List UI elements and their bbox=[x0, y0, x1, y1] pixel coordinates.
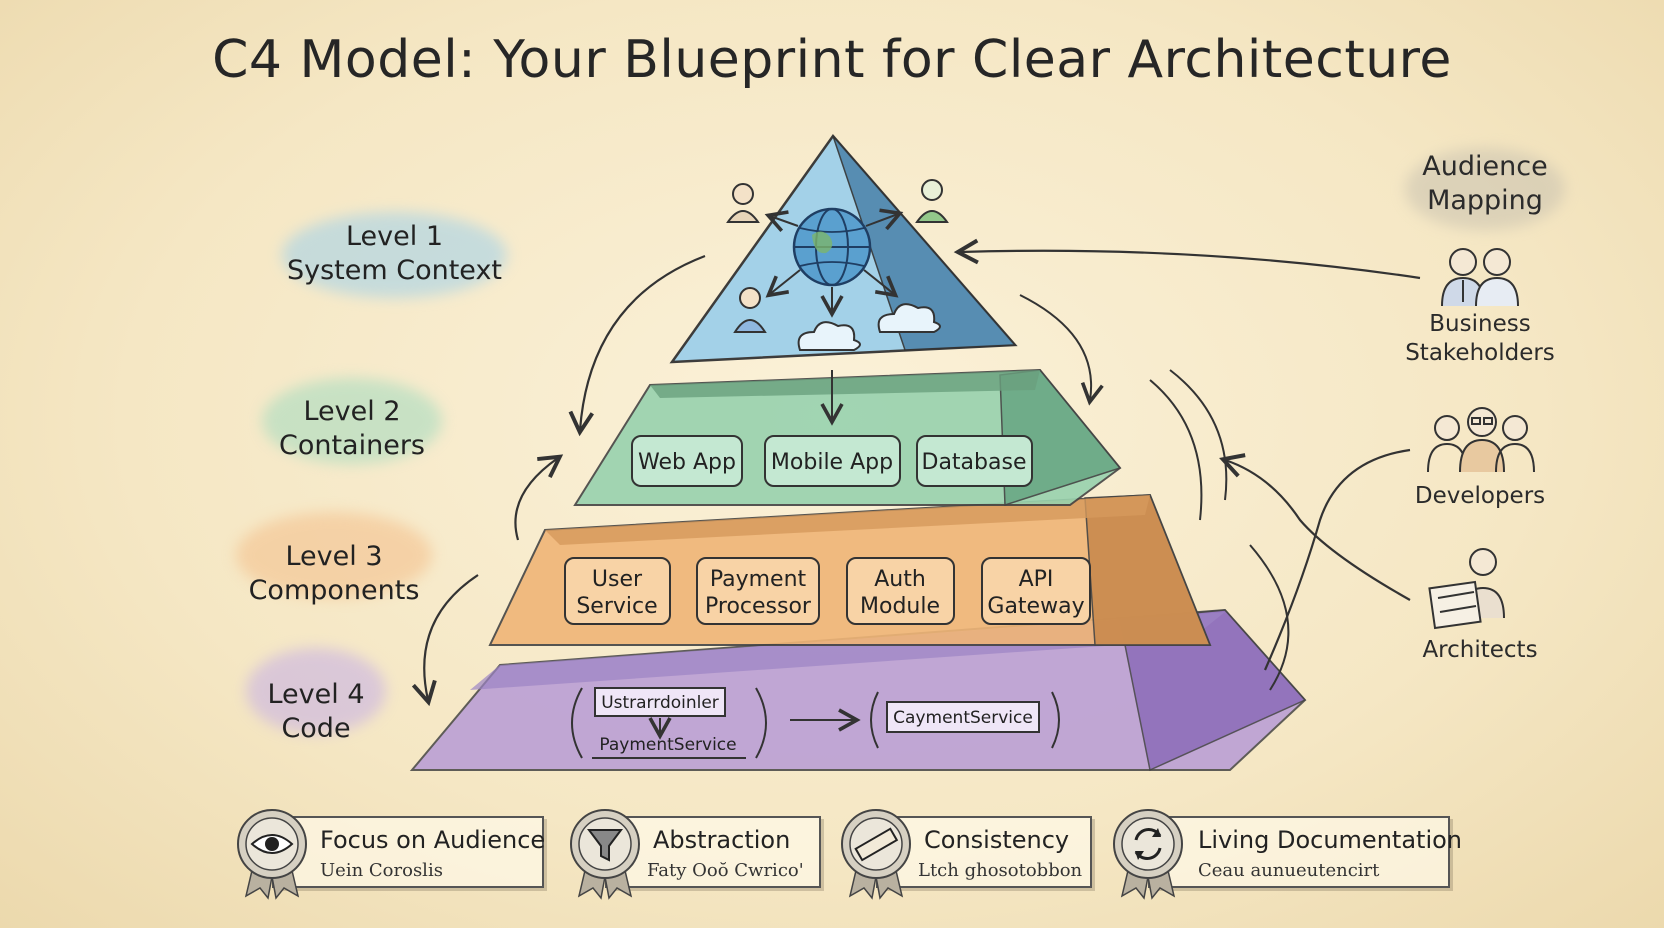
container-box: Database bbox=[916, 435, 1033, 487]
component-label: API bbox=[1019, 567, 1054, 592]
level4-label: Level 4 Code bbox=[246, 678, 386, 746]
badge-frame bbox=[1148, 816, 1450, 888]
refresh-icon bbox=[1113, 809, 1183, 900]
principle-badge: Abstraction Faty Ooŏ Cwrico' bbox=[565, 800, 825, 900]
badge-title: Living Documentation bbox=[1198, 826, 1462, 854]
cloud-icon bbox=[797, 321, 861, 351]
audience-arrow bbox=[953, 238, 1421, 280]
funnel-icon bbox=[570, 809, 640, 900]
badge-subtitle: Faty Ooŏ Cwrico' bbox=[647, 860, 804, 881]
container-box: Web App bbox=[631, 435, 743, 487]
component-label: Module bbox=[860, 594, 940, 619]
component-label: Gateway bbox=[987, 594, 1084, 619]
principle-badge: Living Documentation Ceau aunueutencirt bbox=[1108, 800, 1462, 900]
person-icon bbox=[733, 287, 767, 333]
badge-title: Focus on Audience bbox=[320, 826, 546, 854]
audience-arrow bbox=[1219, 453, 1411, 601]
principle-badge: Focus on Audience Uein Coroslis bbox=[232, 800, 552, 900]
person-icon bbox=[726, 183, 760, 223]
code-class-label: Ustrarrdoinler bbox=[601, 693, 719, 713]
level3-blob bbox=[236, 512, 432, 598]
container-box: Mobile App bbox=[764, 435, 901, 487]
component-box: API Gateway bbox=[981, 557, 1091, 625]
audience-business-label: Business Stakeholders bbox=[1370, 310, 1590, 368]
code-class-label: PaymentService bbox=[599, 735, 736, 755]
component-label: Processor bbox=[705, 594, 812, 619]
container-label: Mobile App bbox=[771, 450, 893, 475]
zoom-arrow bbox=[568, 254, 706, 437]
level-name: Components bbox=[248, 575, 420, 606]
audience-mapping-title: Audience Mapping bbox=[1395, 150, 1575, 218]
audience-blob bbox=[1405, 148, 1565, 230]
globe-icon bbox=[792, 207, 872, 287]
container-label: Database bbox=[922, 450, 1027, 475]
level3-label: Level 3 Components bbox=[236, 540, 432, 608]
component-label: User bbox=[592, 567, 643, 592]
audience-architects-label: Architects bbox=[1370, 636, 1590, 665]
level-name: Containers bbox=[278, 430, 425, 461]
code-class-label: CaymentService bbox=[893, 708, 1033, 728]
developers-icon bbox=[1427, 407, 1535, 473]
architect-icon bbox=[1428, 548, 1505, 630]
ruler-icon bbox=[841, 809, 911, 900]
badge-subtitle: Uein Coroslis bbox=[320, 860, 443, 881]
level1-label: Level 1 System Context bbox=[282, 220, 507, 288]
level1-blob bbox=[282, 212, 507, 298]
container-label: Web App bbox=[638, 450, 736, 475]
level-number: Level 3 bbox=[285, 541, 383, 572]
level4-blob bbox=[246, 648, 386, 734]
audience-title-line: Audience bbox=[1422, 151, 1548, 182]
business-people-icon bbox=[1441, 248, 1519, 307]
audience-arrow bbox=[1263, 448, 1411, 671]
level2-label: Level 2 Containers bbox=[262, 395, 442, 463]
zoom-arrow bbox=[1149, 379, 1203, 521]
badge-frame bbox=[876, 816, 1092, 888]
component-box: Auth Module bbox=[846, 557, 955, 625]
level-name: System Context bbox=[286, 255, 503, 286]
badge-title: Consistency bbox=[924, 826, 1070, 854]
level-name: Code bbox=[281, 713, 351, 744]
component-label: Payment bbox=[710, 567, 807, 592]
zoom-arrow bbox=[514, 454, 564, 541]
level-number: Level 1 bbox=[345, 221, 444, 252]
cloud-icon bbox=[877, 303, 941, 333]
badge-title: Abstraction bbox=[653, 826, 791, 854]
page-title: C4 Model: Your Blueprint for Clear Archi… bbox=[212, 30, 1452, 90]
audience-title-line: Mapping bbox=[1427, 185, 1543, 216]
level-number: Level 4 bbox=[267, 679, 365, 710]
person-icon bbox=[915, 179, 949, 223]
audience-label-line: Architects bbox=[1422, 637, 1538, 663]
audience-label-line: Stakeholders bbox=[1405, 340, 1555, 366]
eye-icon bbox=[237, 809, 307, 900]
audience-label-line: Developers bbox=[1414, 483, 1546, 509]
badge-subtitle: Ceau aunueutencirt bbox=[1198, 860, 1380, 881]
component-label: Service bbox=[576, 594, 657, 619]
audience-label-line: Business bbox=[1429, 311, 1531, 337]
code-class-group bbox=[571, 687, 1060, 759]
badge-subtitle: Ltch ghosotobbon bbox=[918, 860, 1083, 881]
component-label: Auth bbox=[874, 567, 926, 592]
component-box: User Service bbox=[564, 557, 671, 625]
zoom-arrow bbox=[1019, 294, 1104, 406]
audience-developers-label: Developers bbox=[1370, 482, 1590, 511]
level-number: Level 2 bbox=[303, 396, 401, 427]
component-box: Payment Processor bbox=[696, 557, 820, 625]
principle-badge: Consistency Ltch ghosotobbon bbox=[836, 800, 1096, 900]
level2-blob bbox=[262, 378, 442, 464]
badge-frame bbox=[605, 816, 821, 888]
zoom-arrow bbox=[411, 574, 479, 707]
badge-frame bbox=[272, 816, 544, 888]
